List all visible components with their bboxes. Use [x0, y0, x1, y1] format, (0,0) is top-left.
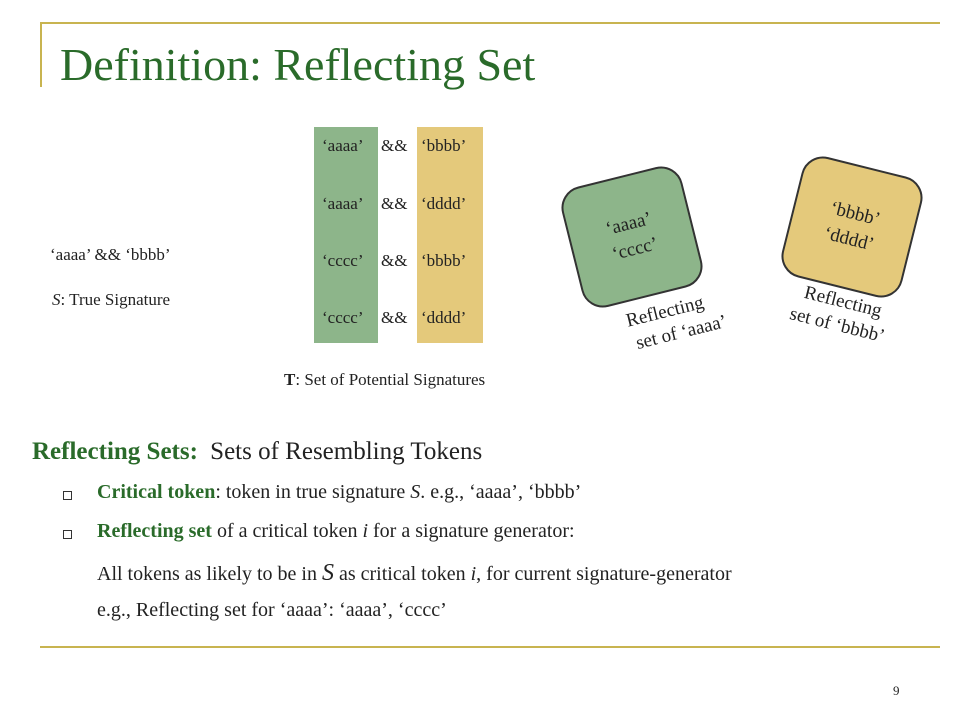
s-variable: S [410, 481, 421, 503]
page-title: Definition: Reflecting Set [60, 39, 536, 90]
row-token-left: ‘cccc’ [322, 251, 364, 270]
row-operator: && [381, 194, 408, 213]
line-text: as critical token [333, 563, 471, 585]
top-rule [40, 22, 940, 24]
bullet-text: . e.g., ‘aaaa’, ‘bbbb’ [420, 481, 582, 503]
bottom-rule [40, 646, 940, 648]
s-variable: S [321, 560, 334, 586]
row-token-right: ‘dddd’ [421, 194, 467, 213]
true-signature-caption: S: True Signature [52, 290, 170, 310]
row-operator: && [381, 308, 408, 327]
heading-rest: Sets of Resembling Tokens [210, 438, 483, 465]
bullet-text: of a critical token [211, 520, 363, 542]
green-column [314, 127, 378, 343]
row-token-left: ‘aaaa’ [322, 136, 364, 155]
row-token-right: ‘bbbb’ [421, 136, 467, 155]
true-signature-text: ‘aaaa’ && ‘bbbb’ [50, 245, 171, 264]
t-variable: T [284, 370, 296, 389]
row-token-left: ‘cccc’ [322, 308, 364, 327]
line-text: All tokens as likely to be in [97, 563, 322, 585]
row-operator: && [381, 136, 408, 155]
row-token-right: ‘bbbb’ [421, 251, 467, 270]
bullet-text: for a signature generator: [368, 520, 575, 542]
bullet-bold: Critical token [97, 481, 216, 503]
row-token-right: ‘dddd’ [421, 308, 467, 327]
bullet-critical-token: Critical token: token in true signature … [97, 481, 581, 504]
s-caption-text: : True Signature [60, 290, 171, 309]
example-line: e.g., Reflecting set for ‘aaaa’: ‘aaaa’,… [97, 599, 447, 621]
table-caption: T: Set of Potential Signatures [284, 370, 485, 390]
heading-bold: Reflecting Sets: [32, 438, 198, 465]
tan-column [417, 127, 483, 343]
line-text: , for current signature-generator [476, 563, 732, 585]
definition-line: All tokens as likely to be in S as criti… [97, 560, 732, 587]
page-number: 9 [893, 683, 900, 698]
i-variable: i [362, 520, 369, 542]
row-operator: && [381, 251, 408, 270]
bullet-text: : token in true signature [215, 481, 411, 503]
t-caption-text: : Set of Potential Signatures [295, 370, 486, 389]
bullet-icon [63, 530, 72, 539]
i-variable: i [470, 563, 477, 585]
reflecting-set-card-aaaa: ‘aaaa’ ‘cccc’ [556, 161, 708, 313]
bullet-icon [63, 491, 72, 500]
section-heading: Reflecting Sets: Sets of Resembling Toke… [32, 438, 482, 466]
row-token-left: ‘aaaa’ [322, 194, 364, 213]
bullet-reflecting-set: Reflecting set of a critical token i for… [97, 520, 575, 543]
s-variable: S [52, 290, 61, 309]
bullet-bold: Reflecting set [97, 520, 212, 542]
left-rule [40, 22, 42, 87]
